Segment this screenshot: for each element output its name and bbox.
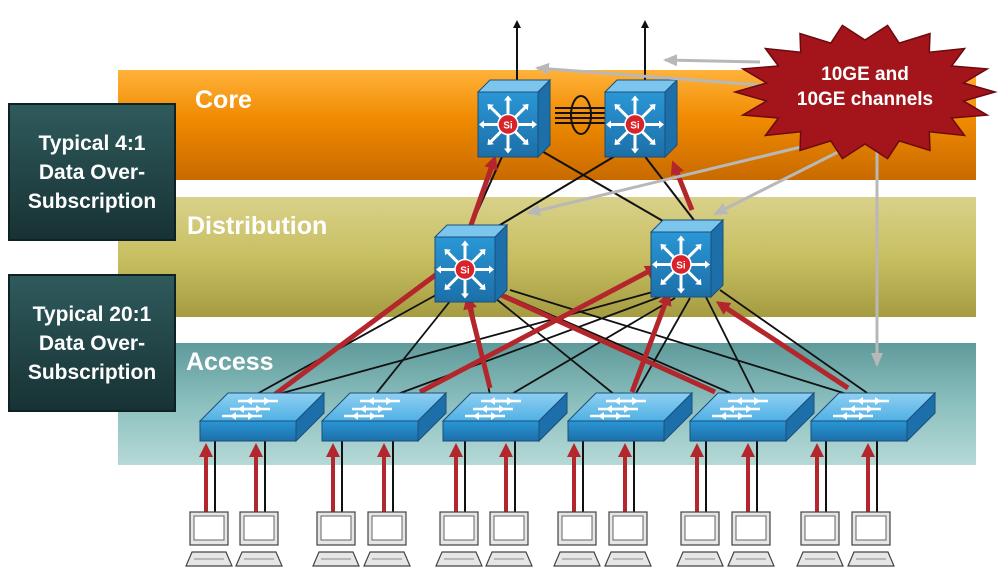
workstation-icon: [604, 511, 652, 567]
access-label: Access: [186, 348, 274, 376]
si-badge: Si: [460, 266, 470, 277]
workstation-icon: [796, 511, 844, 567]
box-line: Typical 4:1: [38, 131, 146, 155]
callout-line: 10GE and: [821, 64, 909, 85]
10ge-callout: 10GE and 10GE channels: [732, 24, 998, 160]
workstation-icon: [235, 511, 283, 567]
access-switches: [198, 391, 937, 443]
multilayer-switch-icon: Si: [433, 223, 509, 304]
access-switch-icon: [566, 391, 694, 443]
workstations: [185, 511, 895, 567]
box-line: Subscription: [27, 360, 157, 384]
multilayer-switch-icon: Si: [603, 78, 679, 159]
distribution-uplink-arrows: [467, 155, 695, 229]
port-channel-link: [555, 95, 608, 135]
si-badge: Si: [630, 121, 640, 132]
multilayer-switch-icon: Si: [476, 78, 552, 159]
box-line: Subscription: [27, 189, 157, 213]
distribution-core-links: [469, 149, 701, 229]
si-badge: Si: [676, 261, 686, 272]
workstation-drops: [199, 441, 878, 512]
access-uplink-arrows: [268, 265, 850, 401]
workstation-icon: [553, 511, 601, 567]
workstation-icon: [847, 511, 895, 567]
core-label: Core: [195, 86, 252, 114]
core-uplinks: [513, 20, 649, 80]
si-badge: Si: [503, 121, 513, 132]
workstation-icon: [485, 511, 533, 567]
callout-pointers: [526, 54, 883, 367]
workstation-icon: [435, 511, 483, 567]
access-switch-icon: [441, 391, 569, 443]
access-switch-icon: [198, 391, 326, 443]
distribution-band: [118, 197, 976, 317]
workstation-icon: [363, 511, 411, 567]
box-line: Data Over-: [38, 160, 146, 184]
workstation-icon: [185, 511, 233, 567]
distribution-label: Distribution: [187, 212, 328, 240]
multilayer-switch-icon: Si: [649, 218, 725, 299]
access-oversubscription-box: Typical 20:1 Data Over- Subscription: [8, 274, 176, 412]
access-switch-icon: [688, 391, 816, 443]
access-switch-icon: [809, 391, 937, 443]
callout-line: 10GE channels: [797, 89, 933, 110]
box-line: Typical 20:1: [32, 302, 152, 326]
workstation-icon: [676, 511, 724, 567]
workstation-icon: [727, 511, 775, 567]
workstation-icon: [312, 511, 360, 567]
box-line: Data Over-: [38, 331, 146, 355]
access-switch-icon: [320, 391, 448, 443]
core-distribution-oversubscription-box: Typical 4:1 Data Over- Subscription: [8, 103, 176, 241]
